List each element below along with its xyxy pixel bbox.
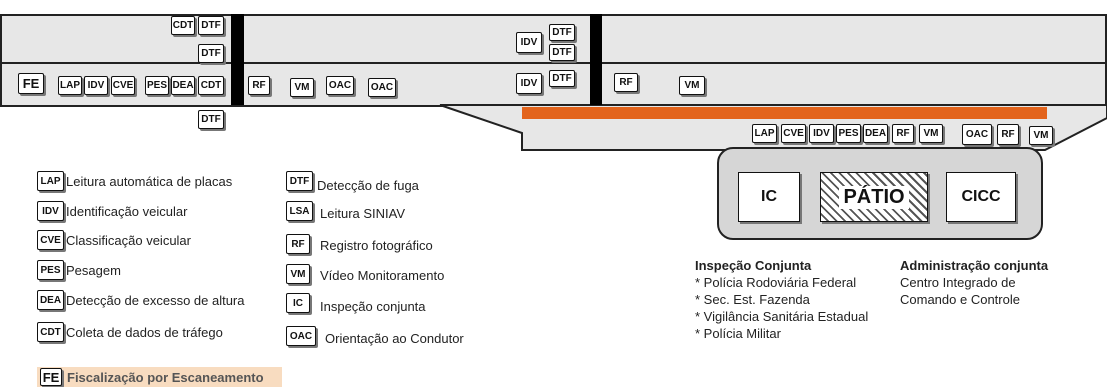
patio-box: PÁTIO — [820, 172, 928, 222]
legend-text-vm: Vídeo Monitoramento — [320, 268, 445, 283]
dtf-top-box-2: DTF — [198, 44, 224, 63]
rf-box-2: RF — [614, 73, 638, 92]
dtf-mid-box-3: DTF — [549, 70, 575, 87]
legend-text-pes: Pesagem — [66, 263, 121, 278]
legend-code-idv: IDV — [37, 201, 64, 221]
legend-text-fe: Fiscalização por Escaneamento — [67, 370, 264, 385]
oac-box-1: OAC — [326, 76, 354, 95]
legend-text-cve: Classificação veicular — [66, 233, 191, 248]
legend-code-oac: OAC — [286, 326, 316, 346]
patio-label: PÁTIO — [839, 185, 909, 209]
legend-text-rf: Registro fotográfico — [320, 238, 433, 253]
patio-area: IC PÁTIO CICC — [717, 147, 1043, 240]
legend-text-idv: Identificação veicular — [66, 204, 188, 219]
inspecao-item: * Vigilância Sanitária Estadual — [695, 309, 869, 324]
lap-exit-box: LAP — [752, 124, 777, 143]
legend-code-ic: IC — [286, 293, 310, 313]
legend-text-cdt: Coleta de dados de tráfego — [66, 325, 223, 340]
cicc-box: CICC — [946, 172, 1016, 222]
oac-box-2: OAC — [368, 78, 396, 97]
oac-exit-box: OAC — [962, 124, 992, 145]
legend-code-lsa: LSA — [286, 201, 313, 221]
vm-exit-box: VM — [919, 124, 943, 143]
dea-exit-box: DEA — [863, 124, 888, 143]
inspecao-title: Inspeção Conjunta — [695, 258, 812, 273]
barrier-right — [590, 14, 602, 105]
idv-top-box: IDV — [516, 32, 542, 53]
vm-exit-box-2: VM — [1029, 126, 1053, 145]
legend-text-dea: Detecção de excesso de altura — [66, 293, 245, 308]
fe-legend-highlight — [37, 367, 282, 387]
rf-exit-box-1: RF — [892, 124, 914, 143]
legend-code-cve: CVE — [37, 230, 64, 250]
fe-box: FE — [18, 73, 44, 94]
legend-text-lsa: Leitura SINIAV — [320, 206, 406, 221]
legend-code-dea: DEA — [37, 290, 64, 310]
pes-exit-box: PES — [836, 124, 861, 143]
legend-code-cdt: CDT — [37, 322, 64, 342]
legend-text-dtf: Detecção de fuga — [317, 178, 419, 193]
vm-box-2: VM — [679, 76, 705, 95]
vm-box-1: VM — [290, 78, 314, 97]
legend-code-fe: FE — [40, 368, 62, 386]
administracao-line: Comando e Controle — [900, 292, 1020, 307]
legend-code-pes: PES — [37, 260, 64, 280]
rf-box-1: RF — [248, 76, 270, 95]
dtf-bottom-box: DTF — [198, 110, 224, 129]
dtf-mid-box-1: DTF — [549, 24, 575, 41]
rf-exit-box-2: RF — [997, 124, 1019, 145]
legend-code-lap: LAP — [37, 171, 64, 191]
cve-exit-box: CVE — [781, 124, 806, 143]
legend-code-vm: VM — [286, 264, 310, 284]
dtf-top-box-1: DTF — [198, 16, 224, 35]
inspecao-item: * Polícia Rodoviária Federal — [695, 275, 857, 290]
inspecao-item: * Sec. Est. Fazenda — [695, 292, 810, 307]
legend-code-dtf: DTF — [286, 171, 313, 191]
legend-text-oac: Orientação ao Condutor — [325, 331, 464, 346]
cdt-box: CDT — [198, 76, 224, 95]
idv-exit-box: IDV — [809, 124, 834, 143]
legend-text-ic: Inspeção conjunta — [320, 299, 426, 314]
legend-code-rf: RF — [286, 234, 310, 254]
orange-lane-marker — [522, 107, 1047, 119]
idv-box-2: IDV — [516, 73, 542, 94]
legend-text-lap: Leitura automática de placas — [66, 174, 233, 189]
barrier-left — [231, 14, 244, 105]
inspecao-item: * Polícia Militar — [695, 326, 781, 341]
pes-box: PES — [145, 76, 169, 95]
lap-box: LAP — [58, 76, 82, 95]
dtf-mid-box-2: DTF — [549, 44, 575, 61]
dea-box: DEA — [171, 76, 195, 95]
cdt-top-box: CDT — [171, 16, 195, 35]
administracao-line: Centro Integrado de — [900, 275, 1016, 290]
cve-box: CVE — [111, 76, 135, 95]
idv-box: IDV — [84, 76, 108, 95]
administracao-title: Administração conjunta — [900, 258, 1049, 273]
ic-box: IC — [738, 172, 800, 222]
